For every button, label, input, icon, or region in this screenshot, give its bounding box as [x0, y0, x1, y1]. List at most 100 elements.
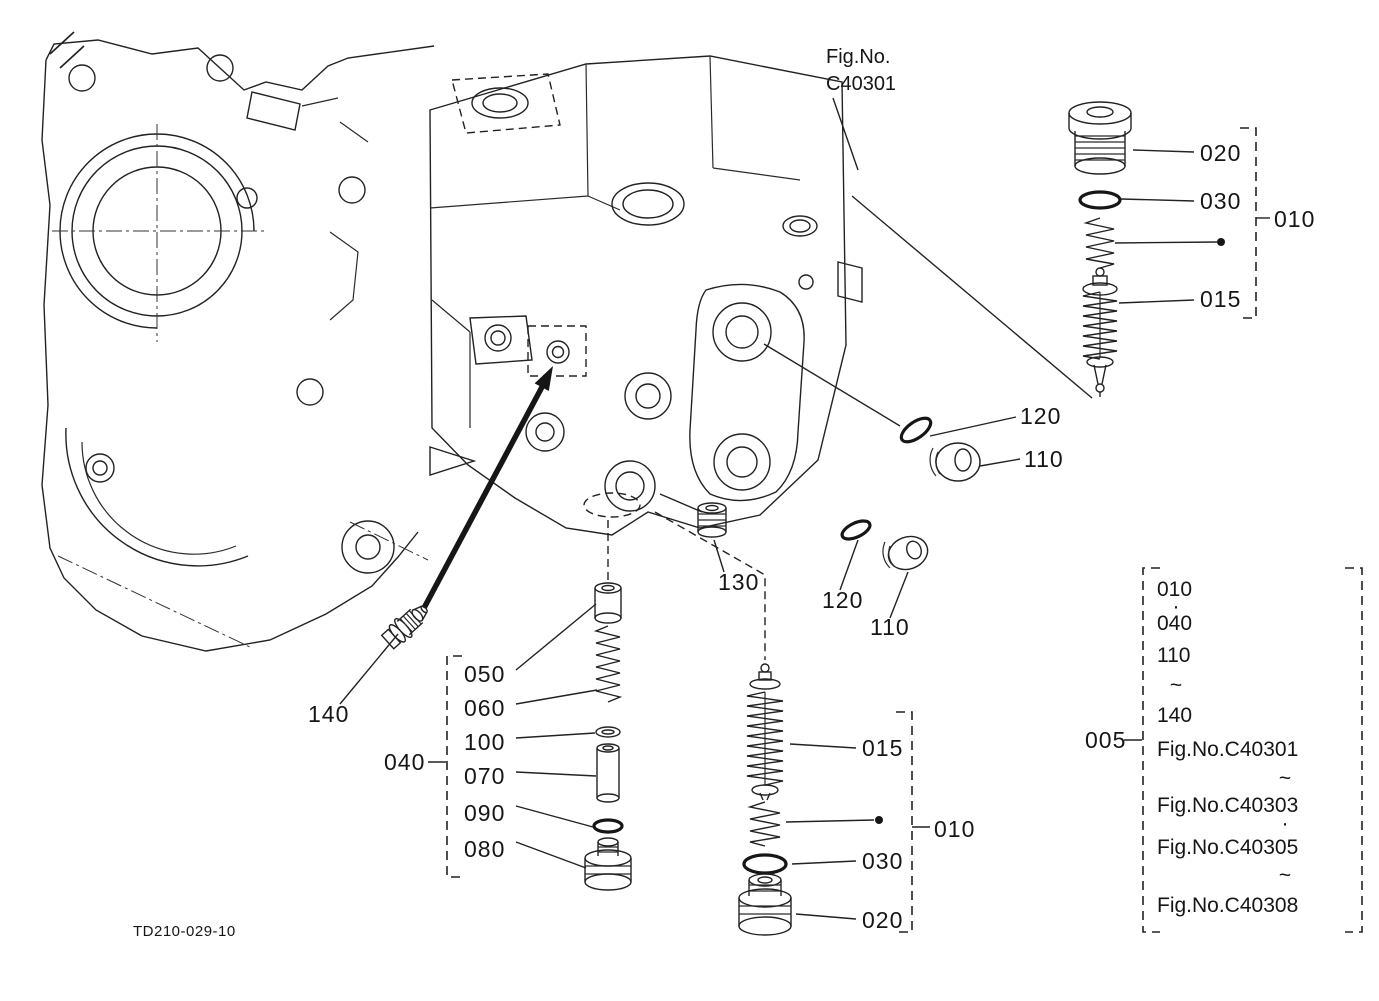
callout-090: 090: [464, 800, 505, 826]
side-tab: [837, 261, 863, 303]
top-threaded-port-inner: [622, 189, 674, 219]
valve-port-inner: [635, 383, 661, 409]
legend-line-2: 040: [1157, 612, 1192, 635]
part-070-piston: [596, 743, 620, 803]
threads: [929, 447, 941, 477]
callout-120-right: 120: [1020, 403, 1061, 429]
bolt-hole: [206, 54, 234, 82]
fig-no-label: Fig.No.: [826, 46, 890, 68]
install-location-box: [527, 325, 587, 377]
housing-drawing: [41, 31, 477, 652]
top-small-port-inner: [789, 219, 811, 233]
valve-port-inner: [615, 471, 645, 501]
assembly-040: [428, 520, 632, 891]
callout-140: 140: [308, 701, 349, 727]
group-010-bottom-bracket: [896, 711, 913, 933]
callout-005: 005: [1085, 727, 1126, 753]
part-030-oring-bottom: [742, 853, 788, 875]
boss-port-inner: [535, 422, 555, 442]
callout-100: 100: [464, 729, 505, 755]
boss-hole: [341, 520, 395, 574]
spool-spring-coil: [1082, 291, 1118, 360]
part-015-spool-top: [1082, 267, 1118, 397]
legend-line-5: 140: [1157, 704, 1192, 727]
part-020-plug-bottom: [738, 873, 792, 936]
center-lines: [52, 124, 429, 649]
callout-070: 070: [464, 763, 505, 789]
boss-port: [525, 412, 565, 452]
part-110-plug-right: [929, 442, 981, 482]
boss-hole-inner: [92, 460, 108, 476]
break-hatch-lines: [49, 31, 85, 69]
leader-lines: [339, 97, 1218, 920]
hidden-boss-outline: [451, 73, 561, 134]
callout-050: 050: [464, 661, 505, 687]
group-010-top-bracket: [1240, 127, 1257, 319]
legend-line-9: ·: [1282, 812, 1289, 835]
boss-port: [484, 324, 512, 352]
legend-right-bracket: [1345, 567, 1363, 933]
hidden-bore: [583, 492, 641, 518]
threads: [749, 884, 781, 892]
valve-port: [604, 460, 656, 512]
callout-110-right: 110: [1024, 446, 1064, 472]
legend-line-3: 110: [1157, 644, 1190, 667]
legend-line-7: ~: [1279, 767, 1291, 790]
hex-socket: [1086, 106, 1114, 118]
hex-socket: [906, 540, 922, 560]
bolt-hole: [338, 176, 366, 204]
legend-line-6: Fig.No.C40301: [1157, 738, 1298, 761]
legend-line-10: Fig.No.C40305: [1157, 836, 1298, 859]
callout-020-top: 020: [1200, 140, 1241, 166]
part-spring-bottom: [747, 801, 781, 847]
valve-port: [713, 433, 771, 491]
callout-060: 060: [464, 695, 505, 721]
top-small-port: [782, 215, 818, 237]
callout-010-bottom: 010: [934, 816, 975, 842]
threads: [598, 846, 618, 853]
bolt-hole: [236, 187, 258, 209]
hex-socket: [705, 504, 719, 512]
group-bullet: [875, 816, 883, 824]
part-080-plug: [584, 837, 632, 891]
small-hole: [798, 274, 814, 290]
legend-line-12: Fig.No.C40308: [1157, 894, 1298, 917]
threads: [1075, 135, 1125, 161]
valve-block-drawing: [429, 55, 863, 536]
assembly-010-bottom: [654, 511, 930, 936]
part-100-washer: [595, 726, 621, 738]
part-spring-top: [1083, 217, 1115, 269]
part-140-fitting: [380, 605, 428, 650]
legend-line-4: ~: [1170, 674, 1182, 697]
plug-pair-right: [899, 416, 981, 482]
legend-line-11: ~: [1279, 864, 1291, 887]
callout-015-bottom: 015: [862, 735, 903, 761]
boss-hole-inner: [355, 534, 381, 560]
legend-line-8: Fig.No.C40303: [1157, 794, 1298, 817]
callout-120-bottom: 120: [822, 587, 863, 613]
part-060-spring: [593, 625, 623, 703]
hex-socket: [954, 448, 972, 472]
valve-port-inner: [725, 315, 759, 349]
part-130-plug: [697, 502, 727, 538]
boss-hole: [85, 453, 115, 483]
legend-left-bracket: [1142, 567, 1160, 933]
part-090-oring: [592, 818, 624, 834]
inline-plug-inner: [551, 345, 565, 359]
callout-040: 040: [384, 749, 425, 775]
legend-block: [1124, 567, 1363, 933]
callout-030-top: 030: [1200, 188, 1241, 214]
top-boss-port-inner: [482, 93, 518, 113]
hex-socket: [757, 876, 773, 884]
drawing-code: TD210-029-10: [133, 923, 236, 940]
legend-line-1: ·: [1173, 595, 1180, 618]
valve-port: [712, 302, 772, 362]
install-arrow: [421, 366, 553, 610]
group-bullet: [1217, 238, 1225, 246]
callout-080: 080: [464, 836, 505, 862]
valve-port-inner: [726, 446, 758, 478]
threads: [882, 541, 895, 569]
legend-line-0: 010: [1157, 578, 1192, 601]
part-110-plug-bottom: [882, 535, 929, 571]
